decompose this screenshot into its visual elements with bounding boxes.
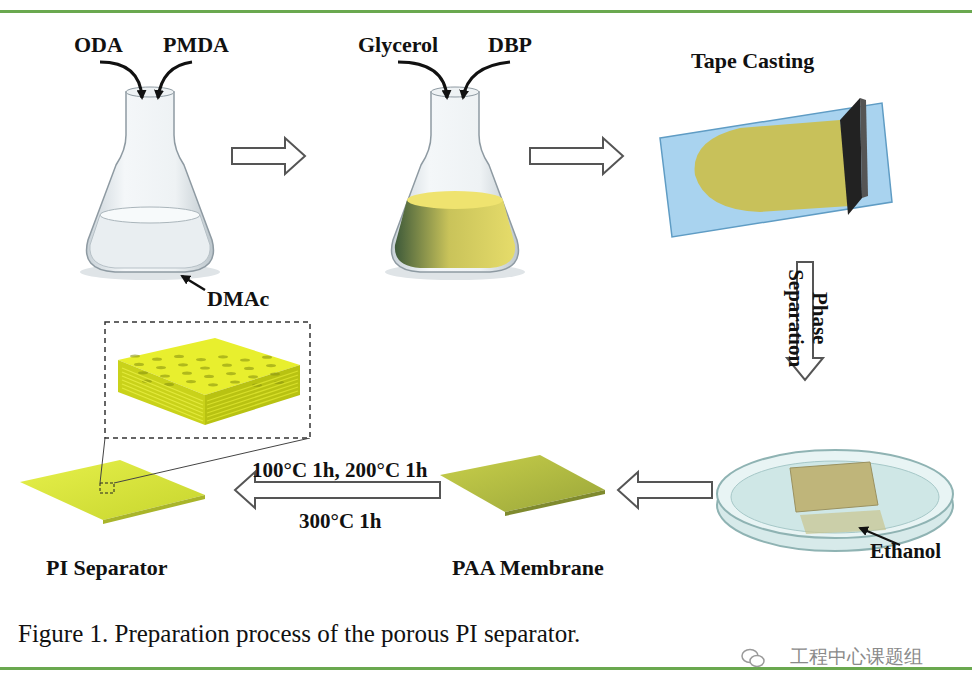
step-label: 300°C 1h [299,509,382,533]
step-label: Glycerol [358,32,438,57]
step-label: PMDA [163,32,229,57]
step-label: ODA [74,32,123,57]
step-label: Tape Casting [691,48,814,73]
step-label: Ethanol [870,539,941,563]
figure-caption: Figure 1. Preparation process of the por… [18,620,580,649]
step-label: PAA Membrane [452,555,604,580]
step-label: PI Separator [46,555,168,580]
watermark: 工程中心课题组 [790,646,923,668]
step-label: Phase Separation [784,263,832,373]
step-label: 100°C 1h, 200°C 1h [252,458,428,482]
step-label: DMAc [207,286,269,311]
step-label: DBP [488,32,532,57]
